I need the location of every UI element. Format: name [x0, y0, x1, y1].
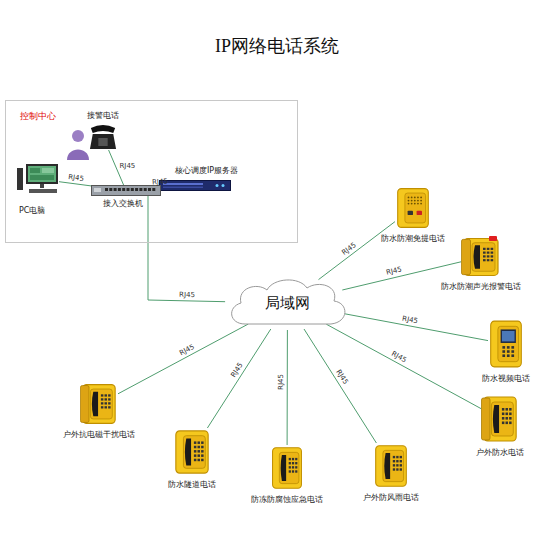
device-node: 防水防潮免提电话	[395, 186, 431, 230]
device-node: 核心调度IP服务器	[159, 180, 231, 191]
node-label: 户外防风雨电话	[363, 493, 419, 503]
handset-illustration	[270, 445, 304, 491]
device-node: 防水视频电话	[488, 318, 524, 370]
cable-label: RJ45	[386, 266, 403, 277]
device-node: 户外抗电磁干扰电话	[80, 382, 118, 426]
pc-illustration	[17, 164, 59, 194]
door-illustration	[481, 394, 519, 444]
video-illustration	[488, 318, 524, 370]
diagram-title: IP网络电话系统	[0, 34, 554, 58]
node-label: 接入交换机	[103, 199, 143, 209]
device-node: PC电脑	[17, 164, 59, 194]
cable-label: RJ45	[178, 343, 196, 358]
device-node: 接警电话	[89, 124, 117, 150]
node-label: 防水防潮免提电话	[381, 234, 445, 244]
cable-label: RJ45	[179, 291, 195, 299]
device-node: 防冻防腐蚀应急电话	[270, 445, 304, 491]
cable-label: RJ45	[277, 374, 285, 390]
device-icon	[80, 382, 118, 426]
node-label: 接警电话	[87, 111, 119, 121]
cable-label: RJ45	[390, 350, 408, 365]
node-label: 户外防水电话	[476, 448, 524, 458]
node-label: 局域网	[225, 294, 350, 312]
node-label: 防水视频电话	[482, 374, 530, 384]
group-box: 控制中心接警电话核心调度IP服务器接入交换机PC电脑	[5, 100, 298, 243]
device-node: 户外防风雨电话	[373, 443, 409, 489]
device-node: 防水隧道电话	[173, 428, 211, 476]
handset-illustration	[373, 443, 409, 489]
device-icon	[89, 124, 117, 150]
node-label: 户外抗电磁干扰电话	[63, 430, 135, 440]
network-cable	[59, 182, 91, 186]
device-icon	[91, 185, 161, 196]
device-icon	[481, 394, 519, 444]
device-icon	[395, 186, 431, 230]
person-icon	[66, 128, 90, 160]
alarm-illustration	[461, 236, 501, 278]
device-node: 户外防水电话	[481, 394, 519, 444]
device-icon	[461, 236, 501, 278]
network-cloud: 局域网	[225, 276, 350, 330]
device-icon	[159, 180, 231, 191]
network-cable	[148, 196, 225, 302]
desk-illustration	[89, 124, 117, 150]
network-cable	[118, 324, 248, 394]
door-illustration	[80, 382, 118, 426]
device-icon	[270, 445, 304, 491]
network-cable	[319, 222, 396, 280]
device-icon	[488, 318, 524, 370]
tunnel-illustration	[173, 428, 211, 476]
cable-label: RJ45	[119, 162, 135, 170]
speaker-illustration	[395, 186, 431, 230]
device-icon	[373, 443, 409, 489]
cable-label: RJ45	[67, 173, 84, 183]
cable-label: RJ45	[230, 361, 245, 379]
network-cable	[345, 314, 488, 341]
server-illustration	[159, 180, 231, 191]
node-label: 防冻防腐蚀应急电话	[251, 495, 323, 505]
node-label: PC电脑	[19, 206, 45, 216]
device-node: 接入交换机	[91, 185, 161, 196]
node-label: 防水防潮声光报警电话	[441, 282, 521, 292]
switch-illustration	[91, 185, 161, 196]
cable-label: RJ45	[341, 241, 358, 257]
cable-label: RJ45	[151, 178, 167, 187]
cable-label: RJ45	[334, 368, 349, 386]
node-label: 控制中心	[20, 111, 56, 121]
device-node: 防水防潮声光报警电话	[461, 236, 501, 278]
network-cable	[207, 329, 270, 428]
network-cable	[326, 324, 481, 408]
node-label: 防水隧道电话	[168, 480, 216, 490]
device-icon	[17, 164, 59, 194]
node-label: 核心调度IP服务器	[175, 166, 238, 176]
network-cable	[304, 329, 376, 443]
cable-label: RJ45	[402, 315, 419, 326]
network-cable	[287, 330, 288, 445]
device-icon	[173, 428, 211, 476]
